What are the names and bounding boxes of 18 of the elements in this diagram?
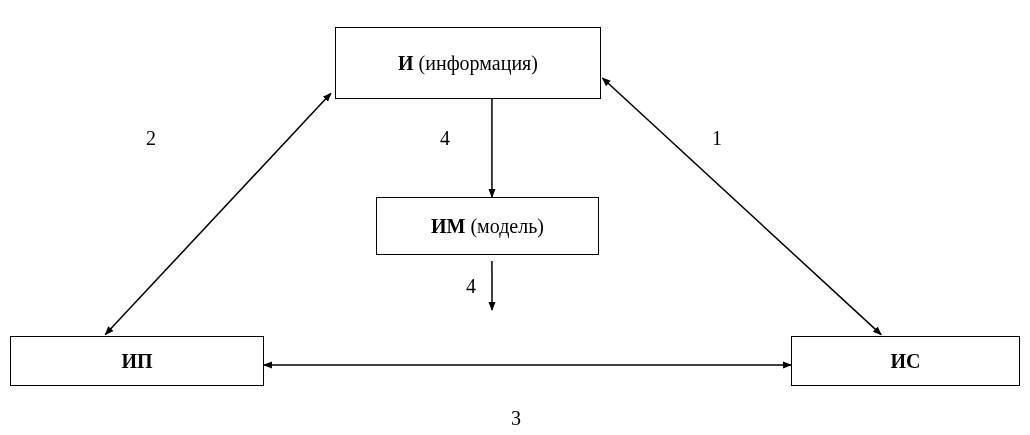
edge-label: 4 [440, 128, 450, 148]
arrow [263, 361, 792, 369]
arrow [601, 77, 882, 336]
box-label: И (информация) [398, 51, 538, 77]
edge-label: 3 [511, 408, 521, 428]
box-label: ИП [121, 349, 153, 374]
edge-label: 1 [712, 128, 722, 148]
arrow [488, 98, 496, 198]
box-label: ИМ (модель) [431, 214, 544, 240]
arrow [104, 92, 332, 336]
process-box [10, 336, 264, 386]
process-box [376, 197, 599, 255]
edge-label: 2 [146, 128, 156, 148]
box-label: ИС [890, 349, 921, 374]
arrow [488, 260, 496, 311]
edge-label: 4 [466, 276, 476, 296]
process-box [791, 336, 1020, 386]
process-box [335, 27, 601, 99]
